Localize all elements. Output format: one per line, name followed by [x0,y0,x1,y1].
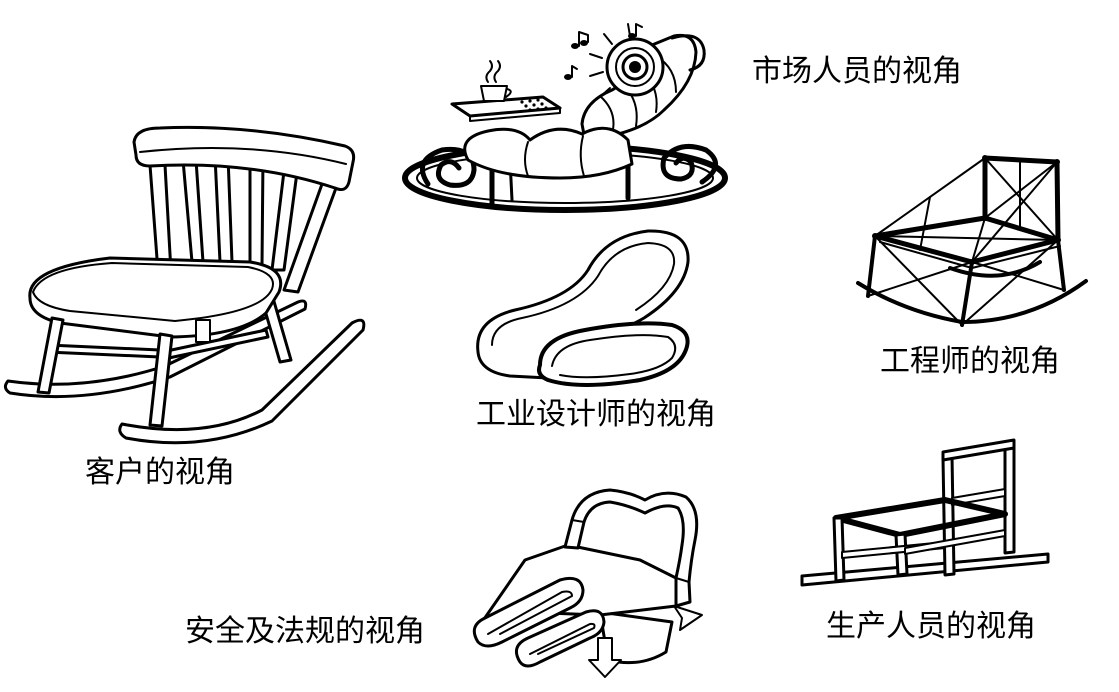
rocker-front [118,318,366,445]
arrow-down-icon [588,637,622,678]
scroll-left [419,146,477,188]
spindle [181,158,205,264]
music-note-icon [564,65,578,80]
marketing-recliner-drawing [402,23,728,213]
music-note-icon [571,31,589,49]
front-leg [148,332,174,428]
label-industrial-designer: 工业设计师的视角 [476,397,716,432]
bracing-wires [867,157,1065,326]
base-bar [800,552,1050,587]
seat-frame [833,497,1008,538]
spindle [213,154,234,264]
back-post-left [941,454,956,577]
joint-markers [872,155,1061,265]
music-note-icon [628,23,643,39]
side-stretcher [904,529,1006,555]
front-leg [36,316,65,395]
rocker [856,279,1088,324]
speaker-icon [589,23,665,98]
seat-cushions [463,126,634,180]
production-frame-drawing [800,438,1050,587]
scroll-right [660,143,718,185]
spindle [248,155,265,268]
label-production: 生产人员的视角 [826,609,1036,644]
label-engineer: 工程师的视角 [880,344,1060,379]
industrial-designer-ribbon-drawing [476,229,690,387]
rocker [948,260,1042,278]
stretcher [45,343,162,359]
front-leg [894,532,909,577]
arrow-right-icon [673,605,703,631]
spindle [270,161,300,272]
back-post-left [148,163,173,274]
side-tray [450,95,562,118]
label-marketing: 市场人员的视角 [752,54,962,89]
front-leg [832,516,846,583]
safety-molded-chair-drawing [472,488,703,678]
engineer-wireframe-drawing [856,155,1088,327]
back-post-right [1003,443,1016,555]
top-rail [132,125,356,191]
tray-dots [520,98,548,112]
back-top-bar [941,438,1016,462]
coffee-cup-icon [480,60,512,102]
label-customer: 客户的视角 [85,455,235,490]
customer-rocking-chair-drawing [3,125,366,445]
label-safety: 安全及法规的视角 [185,614,425,649]
